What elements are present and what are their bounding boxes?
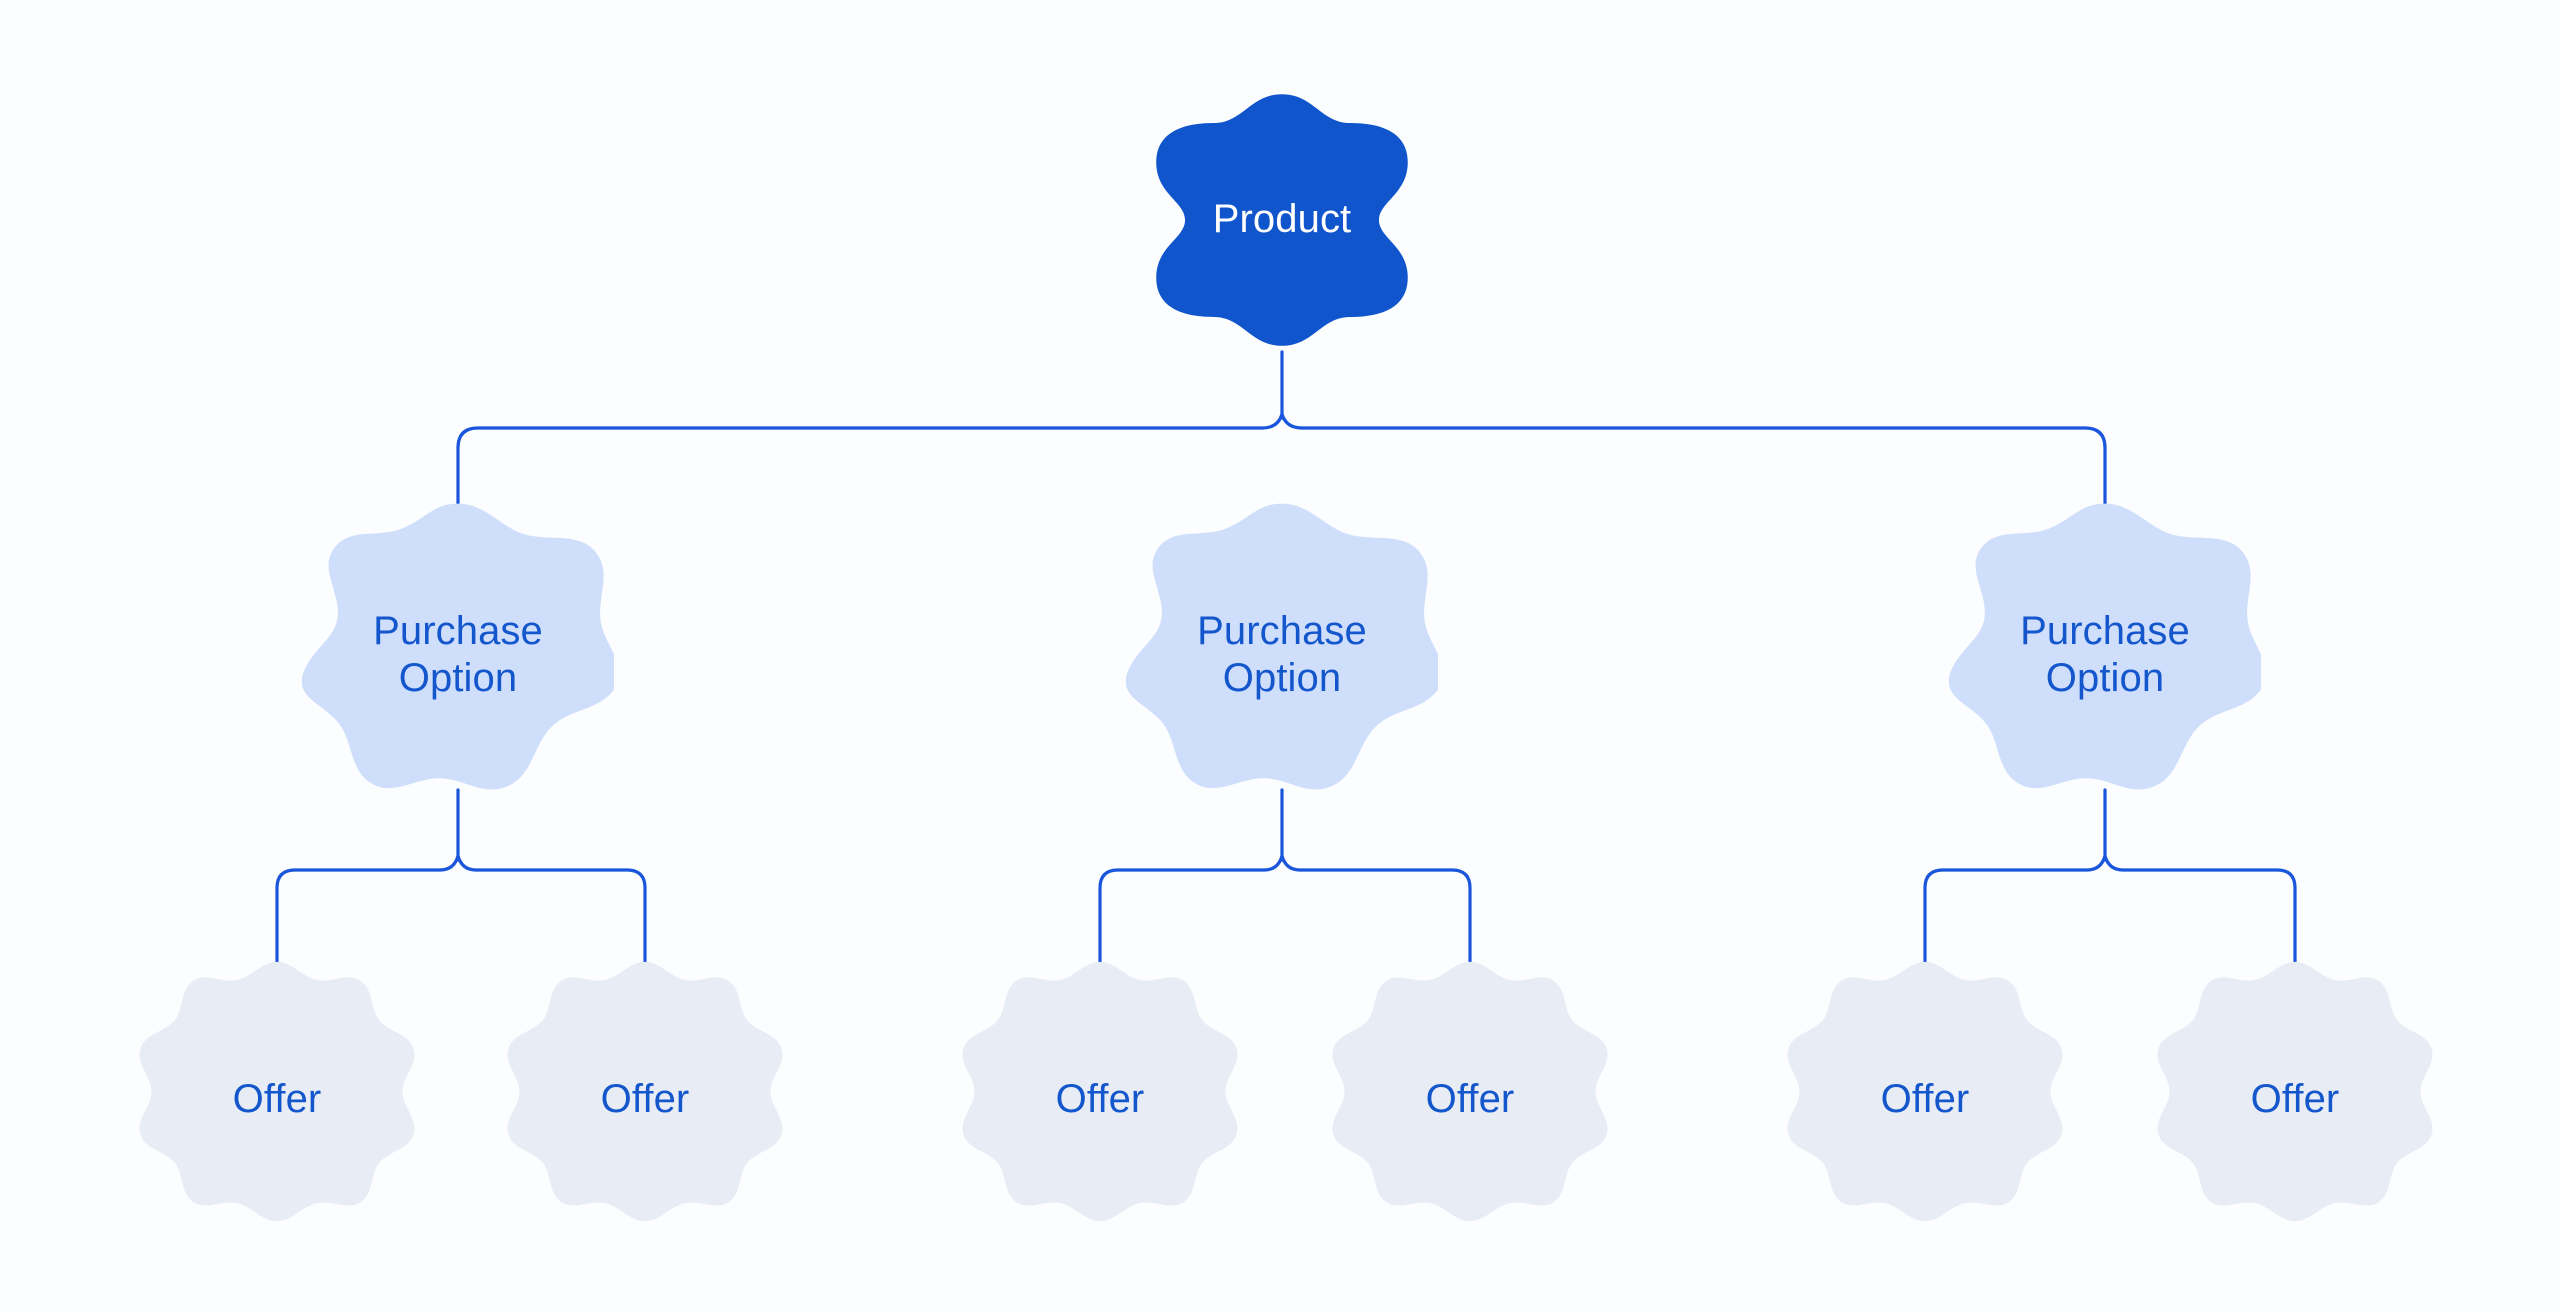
node-product[interactable]: Product [1151,89,1413,351]
offer-blob-shape [962,961,1238,1222]
offer-blob-shape [139,961,415,1222]
offer-blob-shape [1332,961,1608,1222]
node-purchase-option-2[interactable]: Purchase Option [1126,499,1438,811]
edge-option1-bus-left [275,868,442,965]
edge-option2-junction [1262,854,1302,872]
edge-option3-bus-left [1923,868,2089,965]
offer-blob-shape [507,961,783,1222]
edge-root-junction [1260,412,1304,430]
edge-option3-junction [2085,854,2125,872]
node-purchase-option-1[interactable]: Purchase Option [302,499,614,811]
purchase-option-blob-shape [302,503,614,790]
node-offer-4[interactable]: Offer [1329,959,1611,1241]
offer-blob-shape [2157,961,2433,1222]
purchase-option-blob-shape [1949,503,2261,790]
edge-root-bus-right [1300,426,2107,524]
node-offer-5[interactable]: Offer [1784,959,2066,1241]
node-offer-3[interactable]: Offer [959,959,1241,1241]
edge-option1-junction [438,854,478,872]
offer-blob-shape [1787,961,2063,1222]
purchase-option-blob-shape [1126,503,1438,790]
edge-root-bus-left [456,426,1264,524]
product-blob-shape [1156,94,1408,346]
node-offer-6[interactable]: Offer [2154,959,2436,1241]
node-offer-2[interactable]: Offer [504,959,786,1241]
edge-option3-bus-right [2121,868,2297,965]
edge-option2-bus-right [1298,868,1472,965]
edge-option1-bus-right [474,868,647,965]
edge-option2-bus-left [1098,868,1266,965]
node-purchase-option-3[interactable]: Purchase Option [1949,499,2261,811]
node-offer-1[interactable]: Offer [136,959,418,1241]
